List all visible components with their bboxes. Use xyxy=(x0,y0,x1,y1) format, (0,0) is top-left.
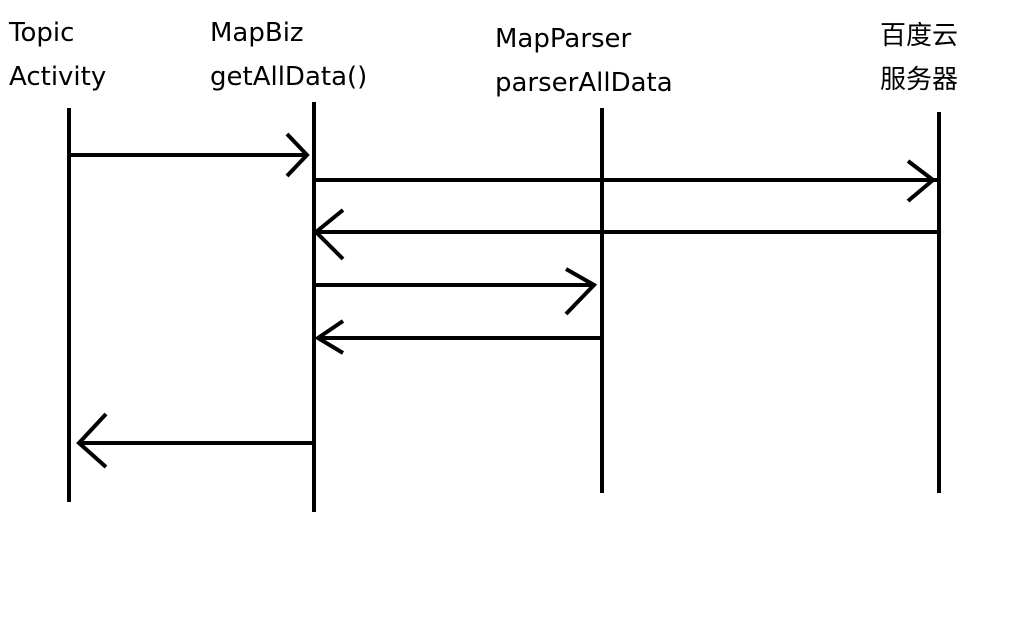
participant-subtitle-mapparser: parserAllData xyxy=(495,68,673,98)
participant-subtitle-mapbiz: getAllData() xyxy=(210,62,368,92)
message-arrow-mapbiz-to-topic xyxy=(76,412,314,469)
participant-subtitle-baidu: 服务器 xyxy=(880,65,959,95)
participant-name-mapparser: MapParser xyxy=(495,24,632,54)
participant-name-mapbiz: MapBiz xyxy=(210,18,304,48)
message-arrow-mapbiz-to-mapparser xyxy=(314,267,598,316)
participant-label-mapparser: MapParser parserAllData xyxy=(495,17,673,105)
participant-name-topic: Topic xyxy=(9,18,75,48)
message-arrow-topic-to-mapbiz xyxy=(69,132,310,178)
participant-name-baidu: 百度云 xyxy=(880,21,959,51)
participant-label-baidu: 百度云 服务器 xyxy=(880,14,958,102)
participant-subtitle-topic: Activity xyxy=(9,62,107,92)
participant-label-mapbiz: MapBiz getAllData() xyxy=(210,11,367,99)
message-arrow-mapparser-to-mapbiz xyxy=(314,319,602,355)
participant-label-topic: Topic Activity xyxy=(9,11,106,99)
message-arrow-mapbiz-to-baidu xyxy=(314,159,937,203)
message-arrow-baidu-to-mapbiz xyxy=(313,208,937,261)
